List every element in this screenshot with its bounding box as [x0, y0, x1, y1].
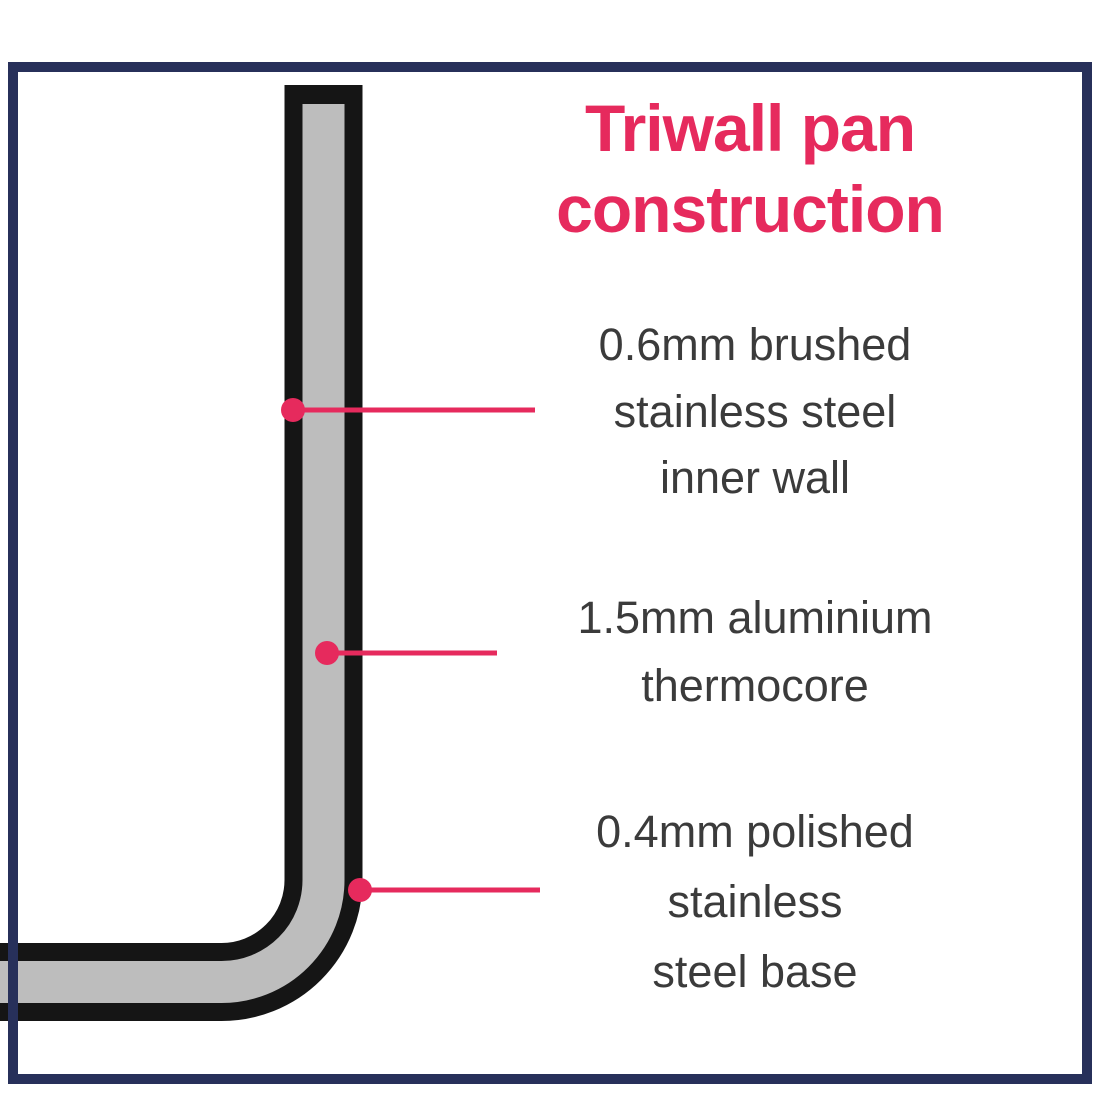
stainless-steel-walls-shape: [0, 85, 363, 1021]
callout-dot-inner-wall: [281, 398, 305, 422]
callout-dot-base: [348, 878, 372, 902]
label-thermocore: 1.5mm aluminium thermocore: [577, 592, 933, 712]
label-inner-wall: 0.6mm brushed stainless steel inner wall: [598, 319, 912, 504]
callout-dot-thermocore: [315, 641, 339, 665]
aluminium-core-shape: [0, 104, 345, 1003]
diagram-title: Triwall pan construction: [556, 91, 945, 246]
label-base: 0.4mm polished stainless steel base: [596, 806, 914, 997]
